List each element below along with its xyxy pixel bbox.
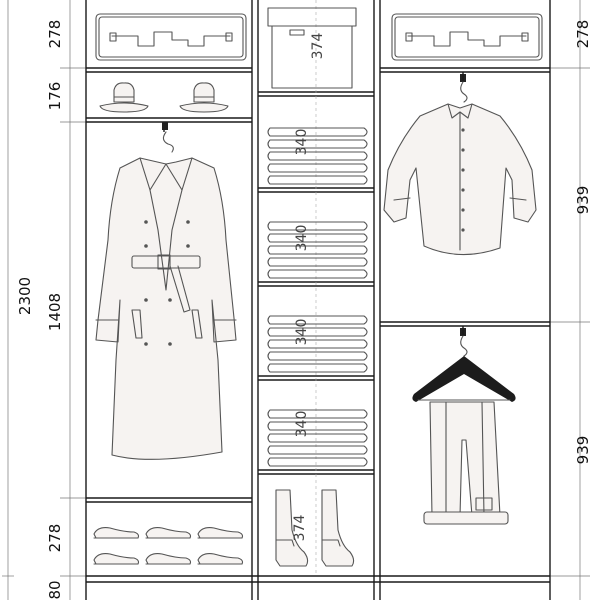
wardrobe-frame bbox=[85, 0, 551, 600]
left-dim-shoes: 278 bbox=[46, 524, 64, 553]
left-dim-top: 278 bbox=[46, 20, 64, 49]
right-dim-trousers: 939 bbox=[574, 436, 592, 465]
suitcase-icon bbox=[95, 13, 247, 61]
folded-clothes-icon bbox=[267, 127, 368, 185]
suitcase-icon bbox=[391, 13, 543, 61]
hat-icon bbox=[99, 82, 149, 113]
shoes-icon bbox=[93, 527, 244, 565]
folded-clothes-icon bbox=[267, 409, 368, 467]
trousers-on-hanger-icon bbox=[412, 326, 516, 525]
boots-label: 374 bbox=[292, 515, 308, 542]
shelf-label-4: 340 bbox=[294, 411, 310, 438]
folded-clothes-icon bbox=[267, 315, 368, 373]
boots-icon bbox=[275, 489, 355, 567]
total-height-label: 2300 bbox=[16, 277, 34, 315]
shelf-label-1: 340 bbox=[294, 129, 310, 156]
trench-coat-icon bbox=[95, 122, 237, 460]
hat-icon bbox=[179, 82, 229, 113]
shelf-label-2: 340 bbox=[294, 225, 310, 252]
left-dim-coat: 1408 bbox=[46, 293, 64, 331]
right-dim-shirt: 939 bbox=[574, 186, 592, 215]
storage-box-label: 374 bbox=[310, 33, 326, 60]
left-dim-hats: 176 bbox=[46, 82, 64, 111]
shelf-label-3: 340 bbox=[294, 319, 310, 346]
storage-box-icon bbox=[267, 7, 357, 89]
left-dim-plinth: 80 bbox=[46, 580, 64, 599]
right-dim-top: 278 bbox=[574, 20, 592, 49]
folded-clothes-icon bbox=[267, 221, 368, 279]
shirt-icon bbox=[383, 72, 537, 256]
